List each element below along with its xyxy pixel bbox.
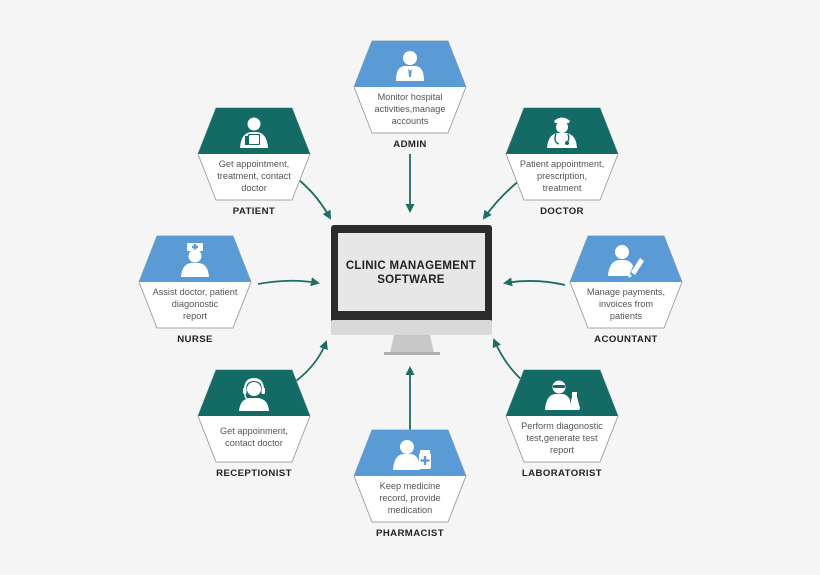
role-description-line: accounts: [392, 116, 429, 126]
role-description-line: invoices from: [599, 299, 653, 309]
hexagon-header: [570, 236, 682, 282]
role-name-admin: ADMIN: [393, 139, 426, 150]
role-description-line: Monitor hospital: [378, 92, 443, 102]
nurse-icon: [181, 243, 209, 277]
role-description-line: test,generate test: [527, 433, 598, 443]
role-description-line: treatment, contact: [217, 171, 291, 181]
role-node-accountant: Manage payments, invoices from patientsACO…: [569, 235, 683, 345]
arrow-doctor: [482, 179, 521, 220]
role-name-patient: PATIENT: [233, 206, 275, 217]
role-node-nurse: Assist doctor, patient diagonostic reportN…: [138, 235, 252, 345]
arrow-receptionist: [295, 340, 328, 382]
arrow-laboratorist: [492, 338, 524, 382]
receptionist-icon: [239, 378, 269, 411]
role-name-doctor: DOCTOR: [540, 206, 584, 217]
role-description-line: record, provide: [379, 493, 440, 503]
role-description-line: Keep medicine: [380, 481, 441, 491]
role-description-line: Manage payments,: [587, 287, 665, 297]
role-node-doctor: Patient appointment, prescription, treatme…: [505, 107, 619, 217]
monitor-icon: CLINIC MANAGEMENT SOFTWARE: [331, 225, 492, 355]
role-node-admin: Monitor hospital activities,manage account…: [353, 40, 467, 150]
arrow-nurse: [257, 277, 320, 287]
role-node-laboratorist: Perform diagonostic test,generate test rep…: [505, 369, 619, 479]
role-description-line: diagonostic: [172, 299, 219, 309]
arrow-patient: [298, 179, 331, 220]
laboratorist-icon: [545, 380, 580, 410]
role-name-accountant: ACOUNTANT: [594, 334, 658, 345]
hexagon-header: [506, 370, 618, 416]
role-description-line: treatment: [543, 183, 582, 193]
role-description-line: Get appoinment,: [220, 426, 288, 436]
role-node-receptionist: Get appoinment, contact doctorRECEPTIONIS…: [197, 369, 311, 479]
center-title-line-2: SOFTWARE: [377, 274, 445, 286]
role-node-patient: Get appointment, treatment, contact doctor…: [197, 107, 311, 217]
arrow-accountant: [503, 277, 566, 287]
pharmacist-icon: [393, 440, 431, 470]
role-name-laboratorist: LABORATORIST: [522, 468, 602, 479]
connector-arrows: [257, 154, 566, 432]
role-description-line: Patient appointment,: [520, 159, 604, 169]
role-name-pharmacist: PHARMACIST: [376, 528, 444, 539]
role-description-line: report: [183, 311, 207, 321]
role-description-line: medication: [388, 505, 432, 515]
role-name-nurse: NURSE: [177, 334, 213, 345]
doctor-icon: [547, 117, 577, 148]
admin-icon: [396, 51, 424, 81]
role-description-line: patients: [610, 311, 643, 321]
hexagon-header: [198, 108, 310, 154]
role-description-line: doctor: [241, 183, 267, 193]
center-title-line-1: CLINIC MANAGEMENT: [346, 260, 476, 272]
role-description-line: Assist doctor, patient: [153, 287, 238, 297]
role-description-line: Get appointment,: [219, 159, 289, 169]
role-nodes: Monitor hospital activities,manage account…: [138, 40, 683, 539]
role-node-pharmacist: Keep medicine record, provide medicationPH…: [353, 429, 467, 539]
role-description-line: Perform diagonostic: [521, 421, 603, 431]
accountant-icon: [608, 245, 644, 278]
role-description-line: activities,manage: [375, 104, 446, 114]
role-description-line: prescription,: [537, 171, 587, 181]
role-name-receptionist: RECEPTIONIST: [216, 468, 292, 479]
role-description-line: contact doctor: [225, 438, 283, 448]
role-description-line: report: [550, 445, 574, 455]
patient-icon: [240, 117, 268, 148]
